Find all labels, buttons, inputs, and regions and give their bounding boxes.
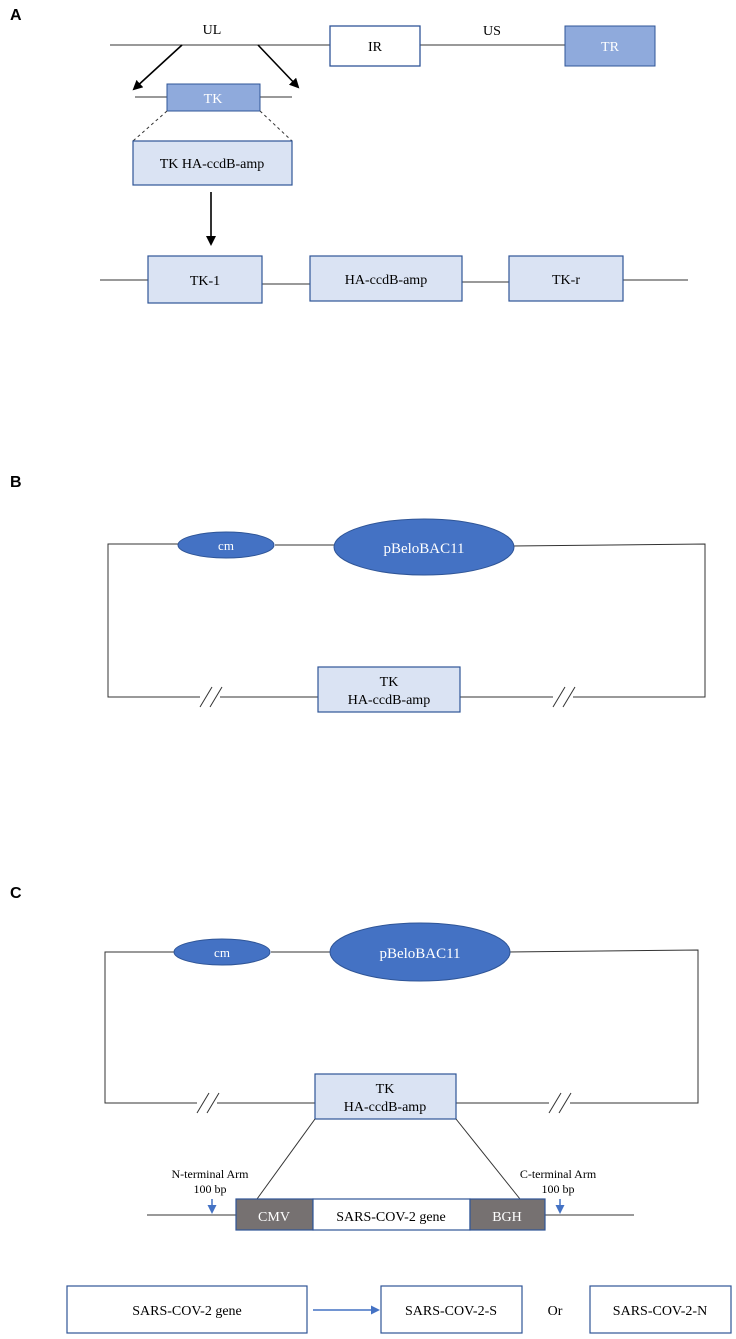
legend-gene-box: [66, 1285, 308, 1334]
c-break-mark: [548, 1092, 562, 1114]
legend-or-label: Or: [548, 1304, 563, 1319]
cmv-box: [235, 1198, 314, 1231]
tr-label: TR: [601, 40, 620, 55]
ir-label: IR: [368, 40, 383, 55]
c-bac-ellipse: [329, 922, 511, 982]
c-tk-box: [314, 1073, 457, 1120]
left-arrow: [132, 44, 183, 91]
tr-box: [564, 25, 656, 67]
ir-box: [329, 25, 421, 67]
dashed-left: [132, 110, 168, 142]
gene-label: SARS-COV-2 gene: [336, 1210, 446, 1225]
gene-box: [312, 1198, 471, 1231]
b-break-mark: [552, 686, 566, 708]
ha-box: [309, 255, 463, 302]
legend-s-box: [380, 1285, 523, 1334]
c-break-mark: [196, 1092, 210, 1114]
c-break-mark: [558, 1092, 572, 1114]
ha-label: HA-ccdB-amp: [345, 273, 427, 288]
tk-cassette-box: [132, 140, 293, 186]
ul-label: UL: [203, 23, 222, 38]
b-break-mark: [209, 686, 223, 708]
legend-n-box: [589, 1285, 732, 1334]
dashed-right: [259, 110, 293, 142]
legend-s-label: SARS-COV-2-S: [405, 1304, 497, 1319]
c-arm-line1: C-terminal Arm: [520, 1167, 597, 1181]
b-cm-ellipse: [177, 531, 275, 559]
tkr-box: [508, 255, 624, 302]
tk1-label: TK-1: [190, 274, 220, 289]
cmv-label: CMV: [258, 1210, 290, 1225]
panel-c-letter: C: [10, 885, 22, 902]
tk-box: [166, 83, 261, 112]
panel-a-letter: A: [10, 7, 22, 24]
panel-a: A UL US IR TR TK TK HA-ccdB-amp TK-1: [10, 7, 688, 304]
tk-label: TK: [204, 92, 223, 107]
b-tk-line2: HA-ccdB-amp: [348, 693, 430, 708]
b-right-wire: [511, 543, 706, 698]
tk1-box: [147, 255, 263, 304]
c-right-wire: [507, 949, 699, 1104]
panel-b-letter: B: [10, 474, 22, 491]
c-arm-line2: 100 bp: [542, 1182, 575, 1196]
c-expand-right: [455, 1118, 521, 1200]
tk-cassette-label: TK HA-ccdB-amp: [160, 157, 265, 172]
b-tk-box: [317, 666, 461, 713]
b-break-mark: [562, 686, 576, 708]
bgh-label: BGH: [492, 1210, 522, 1225]
b-break-mark: [199, 686, 213, 708]
legend-gene-label: SARS-COV-2 gene: [132, 1304, 242, 1319]
c-expand-left: [256, 1118, 316, 1200]
bgh-box: [469, 1198, 546, 1231]
c-tk-line2: HA-ccdB-amp: [344, 1100, 426, 1115]
c-cm-ellipse: [173, 938, 271, 966]
c-cm-label: cm: [214, 945, 230, 960]
panel-c: C cm pBeloBAC11 TK HA-ccdB-amp N-termina…: [10, 885, 732, 1334]
n-arm-line2: 100 bp: [194, 1182, 227, 1196]
c-break-mark: [206, 1092, 220, 1114]
n-arm-line1: N-terminal Arm: [172, 1167, 250, 1181]
panel-b: B cm pBeloBAC11 TK HA-ccdB-amp: [10, 474, 706, 713]
b-bac-label: pBeloBAC11: [383, 541, 464, 557]
us-label: US: [483, 24, 501, 39]
tkr-label: TK-r: [552, 273, 580, 288]
b-bac-ellipse: [333, 518, 515, 576]
b-tk-line1: TK: [380, 675, 399, 690]
c-tk-line1: TK: [376, 1082, 395, 1097]
legend-n-label: SARS-COV-2-N: [613, 1304, 707, 1319]
b-left-wire: [107, 543, 200, 698]
right-arrow: [257, 44, 300, 89]
c-left-wire: [104, 951, 197, 1104]
b-cm-label: cm: [218, 538, 234, 553]
c-bac-label: pBeloBAC11: [379, 946, 460, 962]
